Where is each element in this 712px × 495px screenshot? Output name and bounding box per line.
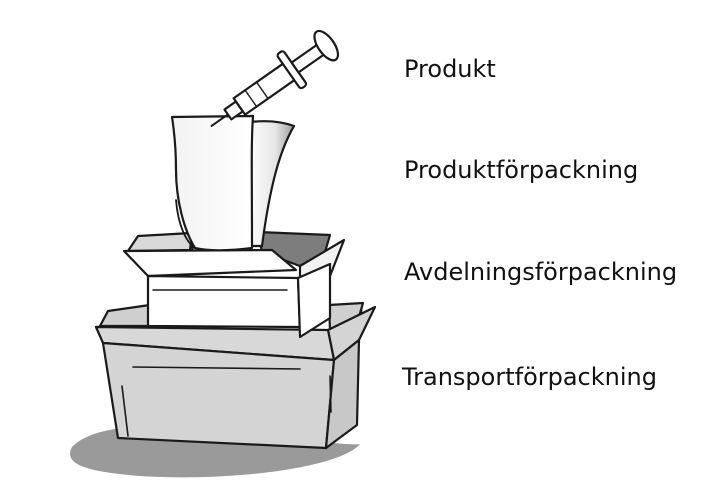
label-product-packaging: Produktförpackning bbox=[404, 156, 639, 184]
leaflet-icon bbox=[170, 114, 296, 252]
large-box-icon bbox=[94, 301, 377, 450]
label-transport-packaging: Transportförpackning bbox=[402, 363, 657, 391]
label-department-packaging: Avdelningsförpackning bbox=[404, 258, 678, 286]
small-box-icon bbox=[122, 230, 346, 339]
syringe-icon bbox=[210, 29, 340, 127]
label-product: Produkt bbox=[404, 55, 496, 83]
